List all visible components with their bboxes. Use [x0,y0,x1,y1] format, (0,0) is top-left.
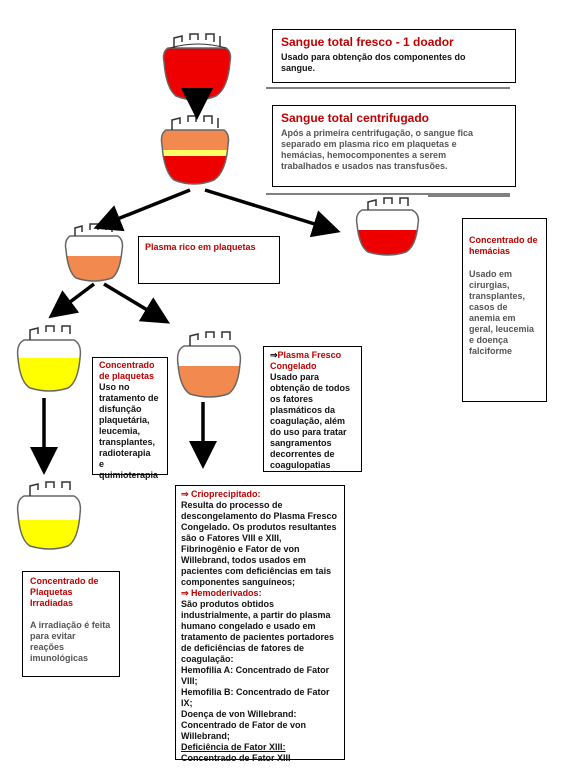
card-heading-hemoderivatives: ⇒ Hemoderivados: [181,588,262,598]
card-text-line: os fatores [270,394,314,404]
card-title: hemácias [469,246,511,256]
card-title: Sangue total fresco - 1 doador [281,35,454,49]
arrow-centrifuged-to-red-cells [204,188,341,238]
card-text-line: São produtos obtidos [181,599,274,609]
card-text-line: e [99,459,105,469]
card-text-line: VIII; [181,676,198,686]
card-heading-cryoprecipitate: ⇒ Crioprecipitado: [181,489,261,499]
card-text-line: industrialmente, a partir do plasma [181,610,331,620]
card-text-line: sangramentos [270,438,332,448]
card-title: Irradiadas [30,598,74,608]
card-platelet-rich-plasma: Plasma rico em plaquetas [138,236,280,284]
card-text-line: leucemia, [99,426,141,436]
card-text-line: Concentrado de Fator de von [181,720,307,730]
card-text-line: descongelamento do Plasma Fresco [181,511,338,521]
card-title: Concentrado [99,360,155,370]
card-red-cell-concentrate: Concentrado de hemácias Usado em cirurgi… [462,218,547,402]
card-title: Plaquetas [30,587,73,597]
arrow-centrifuged-to-prp [93,188,191,232]
card-text-line: sangue. [281,63,316,73]
card-text-line: de deficiências de fatores de [181,643,305,653]
card-text-line: hemácias, hemocomponentes a serem [281,150,447,160]
card-text-line: Usado em [469,269,513,279]
card-title: Concentrado de [30,576,99,586]
card-text-line: Após a primeira centrifugação, o sangue … [281,128,474,138]
card-text-line: são o Fatores VIII e XIII, [181,533,282,543]
card-title: ⇒Plasma Fresco [270,350,342,360]
card-title: Congelado [270,361,317,371]
card-text-line: humano congelado e usado em [181,621,316,631]
card-text-line: do uso para tratar [270,427,347,437]
card-text-line: imunológicas [30,653,89,663]
card-title: Concentrado de [469,235,538,245]
card-text-line: Hemofilia B: Concentrado de Fator [181,687,330,697]
card-text-line: Doença de von Willebrand: [181,709,297,719]
card-text-line: componentes sanguíneos; [181,577,296,587]
card-text-line: para evitar reações [30,631,76,652]
blood-bag-fresh-frozen-plasma [176,331,242,398]
card-text-line: Uso no [99,382,130,392]
blood-bag-platelets [16,325,82,392]
card-text-line: transplantes, [99,437,156,447]
card-text-line: Usado para [270,372,320,382]
card-text-line: tratamento de [99,393,159,403]
card-text-line: Willebrand, todos usados em [181,555,306,565]
blood-bag-red-cells [355,197,420,256]
card-platelet-concentrate: Concentrado de plaquetas Uso no tratamen… [92,357,168,480]
card-text-line: trabalhados e usados nas transfusões. [281,161,448,171]
card-text-line: anemia em [469,313,516,323]
blood-bag-whole-fresh [162,33,232,101]
card-text-line: geral, leucemia [469,324,535,334]
card-text-line: plasmáticos da [270,405,336,415]
card-text-line: Congelado. Os produtos resultantes [181,522,337,532]
card-centrifuged-blood: Sangue total centrifugado Após a primeir… [272,105,516,187]
card-text-line: casos de [469,302,508,312]
card-text-line: Deficiência de Fator XIII: [181,742,286,752]
card-text-line: separado em plasma rico em plaquetas e [281,139,457,149]
card-text-line: transplantes, [469,291,526,301]
card-text-line: cirurgias, [469,280,510,290]
card-text-line: Fibrinogênio e Fator de von [181,544,300,554]
card-text-line: Hemofilia A: Concentrado de Fator [181,665,330,675]
card-text-line: Willebrand; [181,731,230,741]
card-title: Sangue total centrifugado [281,111,430,125]
card-text-line: coagulação: [181,654,234,664]
card-text-line: IX; [181,698,193,708]
blood-bag-irradiated-platelets [16,481,82,550]
card-text-line: radioterapia [99,448,151,458]
card-text-line: tratamento de pacientes portadores [181,632,335,642]
card-text-line: obtenção de todos [270,383,351,393]
card-text-line: falciforme [469,346,513,356]
card-text-line: coagulopatias [270,460,331,470]
card-text-line: decorrentes de [270,449,335,459]
card-irradiated-platelets: Concentrado de Plaquetas Irradiadas A ir… [22,571,120,677]
card-text-line: Concentrado de Fator XIII [181,753,291,763]
card-text-line: coagulação, além [270,416,346,426]
card-text-line: quimioterapia [99,470,159,480]
card-title: de plaquetas [99,371,155,381]
card-title: Plasma rico em plaquetas [145,242,256,252]
arrow-prp-to-platelets [48,282,96,319]
card-text-line: disfunção [99,404,142,414]
card-text-line: e doença [469,335,509,345]
card-plasma-derivatives: ⇒ Crioprecipitado: Resulta do processo d… [175,485,345,763]
card-text-line: Resulta do processo de [181,500,283,510]
card-text-line: A irradiação é feita [30,620,111,630]
card-fresh-frozen-plasma: ⇒Plasma Fresco Congelado Usado para obte… [263,346,362,472]
double-arrow-icon: ⇒ [270,350,278,360]
card-whole-blood-fresh: Sangue total fresco - 1 doador Usado par… [272,29,516,83]
blood-bag-centrifuged [160,115,230,185]
card-text-line: pacientes com deficiências em tais [181,566,332,576]
card-text-line: plaquetária, [99,415,150,425]
blood-bag-platelet-rich-plasma [64,223,124,282]
card-text-line: Usado para obtenção dos componentes do [281,52,466,62]
arrow-prp-to-plasma [103,282,171,324]
